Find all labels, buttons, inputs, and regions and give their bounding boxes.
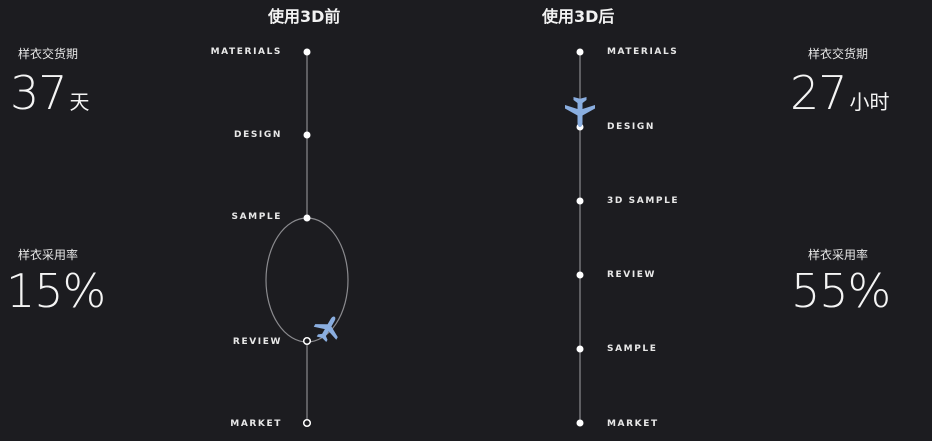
- after-step-review: REVIEW: [607, 270, 657, 280]
- airplane-icon: [565, 97, 595, 127]
- before-node-materials: [303, 48, 311, 56]
- after-step-market: MARKET: [607, 419, 659, 429]
- after-node-3d-sample: [576, 197, 584, 205]
- before-node-sample: [303, 214, 311, 222]
- after-step-3d-sample: 3D SAMPLE: [607, 196, 680, 206]
- after-lead-time-unit: 小时: [849, 90, 890, 114]
- after-node-sample: [576, 345, 584, 353]
- airplane-icon: [313, 316, 338, 343]
- after-node-review: [576, 271, 584, 279]
- after-lead-time-label: 样衣交货期: [808, 47, 869, 61]
- after-step-sample: SAMPLE: [607, 344, 658, 354]
- before-adoption-value: 15%: [6, 264, 106, 318]
- before-step-design: DESIGN: [234, 130, 282, 140]
- after-step-design: DESIGN: [607, 122, 655, 132]
- after-adoption-value: 55%: [791, 264, 891, 318]
- before-lead-time-label: 样衣交货期: [18, 47, 79, 61]
- before-step-materials: MATERIALS: [210, 47, 282, 57]
- before-node-design: [303, 131, 311, 139]
- before-step-review: REVIEW: [232, 337, 282, 347]
- after-node-market: [576, 419, 584, 427]
- before-lead-time-unit: 天: [69, 90, 90, 114]
- after-title: 使用3D后: [542, 7, 615, 26]
- after-node-materials: [576, 48, 584, 56]
- before-node-market: [302, 418, 312, 428]
- after-lead-time-number: 27: [790, 66, 848, 120]
- before-adoption-label: 样衣采用率: [18, 248, 79, 262]
- before-node-review: [302, 336, 312, 346]
- after-adoption-label: 样衣采用率: [808, 248, 869, 262]
- before-step-sample: SAMPLE: [231, 212, 282, 222]
- before-title: 使用3D前: [268, 7, 341, 26]
- before-step-market: MARKET: [230, 419, 282, 429]
- after-step-materials: MATERIALS: [607, 47, 679, 57]
- before-lead-time-number: 37: [10, 66, 68, 120]
- before-review-loop: [265, 217, 349, 343]
